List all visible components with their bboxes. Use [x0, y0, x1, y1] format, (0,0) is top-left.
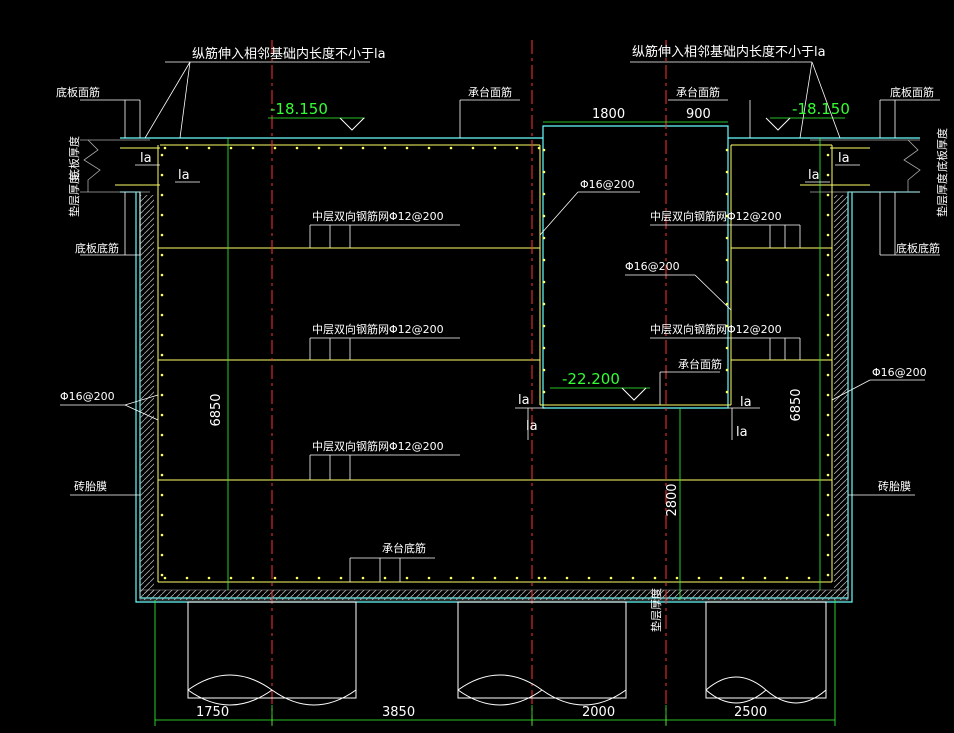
dim-bottom-3: 2000 — [582, 705, 615, 720]
side-bar-right-wall: Φ16@200 — [872, 366, 927, 379]
dim-pit-offset: 900 — [686, 107, 711, 122]
board-thickness-right: 底板厚度 — [935, 128, 949, 172]
brick-form-right-label: 砖胎膜 — [878, 479, 911, 493]
cushion-layer — [139, 589, 849, 601]
mid-mesh-5: 中层双向钢筋网Φ12@200 — [650, 322, 782, 336]
dim-pit-width: 1800 — [592, 107, 625, 122]
cushion-thickness-right: 垫层厚度 — [935, 173, 949, 217]
la-7: la — [740, 395, 752, 410]
cushion-thickness-left: 垫层厚度 — [67, 173, 81, 217]
brick-form-left-label: 砖胎膜 — [74, 479, 107, 493]
cap-top-bar-right: 承台面筋 — [676, 85, 720, 99]
cap-top-bar-left: 承台面筋 — [468, 85, 512, 99]
cap-top-bar-pit: 承台面筋 — [678, 357, 722, 371]
dim-depth-center: 2800 — [665, 483, 680, 516]
anchor-note-right: 纵筋伸入相邻基础内长度不小于la — [632, 44, 826, 60]
axis-lines — [271, 40, 667, 725]
mid-mesh-3: 中层双向钢筋网Φ12@200 — [312, 439, 444, 453]
board-top-bar-right: 底板面筋 — [890, 85, 934, 99]
la-3: la — [838, 151, 850, 166]
slab-outline — [120, 125, 920, 603]
dim-bottom-1: 1750 — [196, 705, 229, 720]
mid-mesh-1: 中层双向钢筋网Φ12@200 — [312, 209, 444, 223]
dimension-lines — [154, 117, 845, 726]
la-5: la — [518, 393, 530, 408]
brick-form-left — [140, 195, 154, 595]
level-top-left: -18.150 — [270, 100, 328, 118]
mid-mesh-2: 中层双向钢筋网Φ12@200 — [312, 322, 444, 336]
board-bottom-bar-right: 底板底筋 — [896, 241, 940, 255]
board-thickness-left: 底板厚度 — [67, 136, 81, 180]
side-bar-left-wall: Φ16@200 — [60, 390, 115, 403]
side-bar-pit-right: Φ16@200 — [625, 260, 680, 273]
anchor-note-left: 纵筋伸入相邻基础内长度不小于la — [192, 46, 386, 62]
board-bottom-bar-left: 底板底筋 — [75, 241, 119, 255]
dim-bottom-4: 2500 — [734, 705, 767, 720]
board-top-bar-left: 底板面筋 — [56, 85, 100, 99]
cap-bottom-bar: 承台底筋 — [382, 541, 426, 555]
la-2: la — [178, 168, 190, 183]
la-8: la — [736, 425, 748, 440]
la-4: la — [808, 168, 820, 183]
piles — [187, 601, 827, 706]
la-1: la — [140, 151, 152, 166]
cushion-thickness-bottom: 垫层厚度 — [649, 588, 663, 632]
rebar-dots — [160, 146, 830, 580]
dim-height-right: 6850 — [789, 388, 804, 421]
side-bar-pit-left: Φ16@200 — [580, 178, 635, 191]
dim-bottom-2: 3850 — [382, 705, 415, 720]
mid-mesh-4: 中层双向钢筋网Φ12@200 — [650, 209, 782, 223]
la-6: la — [526, 419, 538, 434]
level-top-right: -18.150 — [792, 100, 850, 118]
leader-lines — [60, 61, 940, 582]
rebar-lines — [115, 144, 870, 583]
level-pit: -22.200 — [562, 370, 620, 388]
dim-height-left: 6850 — [209, 393, 224, 426]
